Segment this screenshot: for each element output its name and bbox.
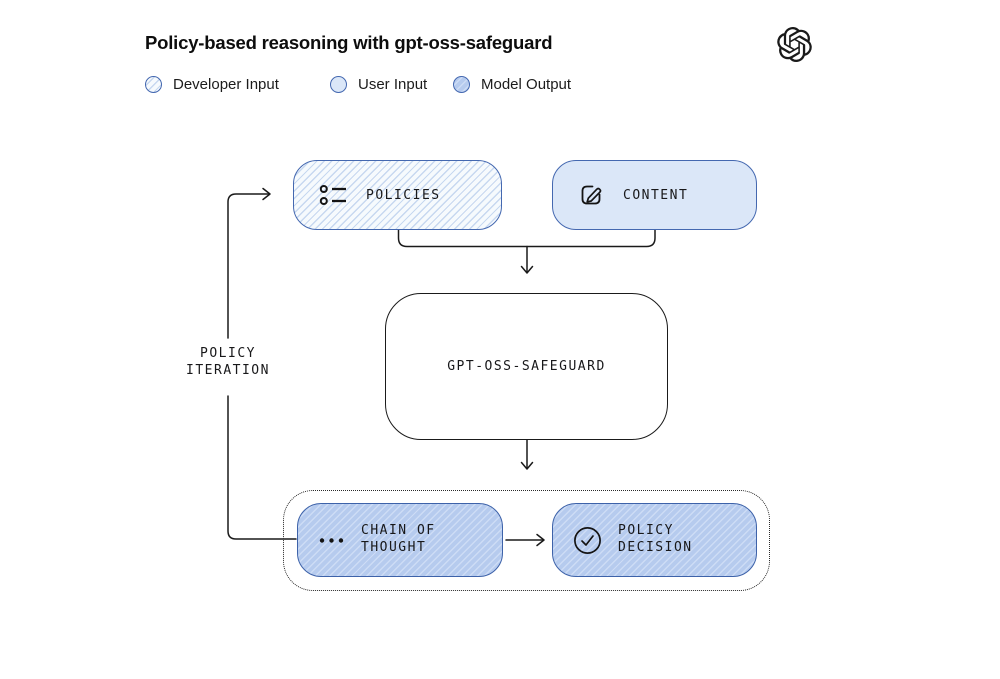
policy-decision-node: POLICY DECISION [552, 503, 757, 577]
policy-iteration-label: POLICY ITERATION [186, 346, 270, 378]
legend-item-model-output: Model Output [453, 75, 571, 93]
ellipsis-icon [319, 537, 344, 544]
legend-label: Developer Input [173, 75, 279, 93]
gpt-oss-safeguard-node: GPT-OSS-SAFEGUARD [385, 293, 668, 440]
policies-label: POLICIES [366, 187, 441, 203]
model-output-swatch-icon [453, 75, 470, 93]
merge-connector [397, 229, 656, 274]
chain-of-thought-node: CHAIN OF THOUGHT [297, 503, 503, 577]
policy-decision-label: POLICY DECISION [618, 523, 693, 555]
check-circle-icon [573, 526, 602, 555]
model-output-group [283, 490, 770, 591]
content-label: CONTENT [623, 187, 689, 203]
legend-item-user-input: User Input [330, 75, 427, 93]
policies-node: POLICIES [293, 160, 502, 230]
list-icon [319, 182, 349, 208]
edit-icon [578, 182, 604, 208]
page-title: Policy-based reasoning with gpt-oss-safe… [145, 32, 553, 53]
developer-input-swatch-icon [145, 75, 162, 93]
user-input-swatch-icon [330, 75, 347, 93]
legend-label: User Input [358, 75, 428, 93]
content-node: CONTENT [552, 160, 757, 230]
legend-item-developer-input: Developer Input [145, 75, 279, 93]
chain-of-thought-label: CHAIN OF THOUGHT [361, 523, 436, 555]
legend-label: Model Output [481, 75, 572, 93]
openai-logo-icon [777, 27, 812, 62]
arrow-model-to-output [520, 439, 534, 470]
gpt-oss-safeguard-label: GPT-OSS-SAFEGUARD [447, 359, 606, 374]
